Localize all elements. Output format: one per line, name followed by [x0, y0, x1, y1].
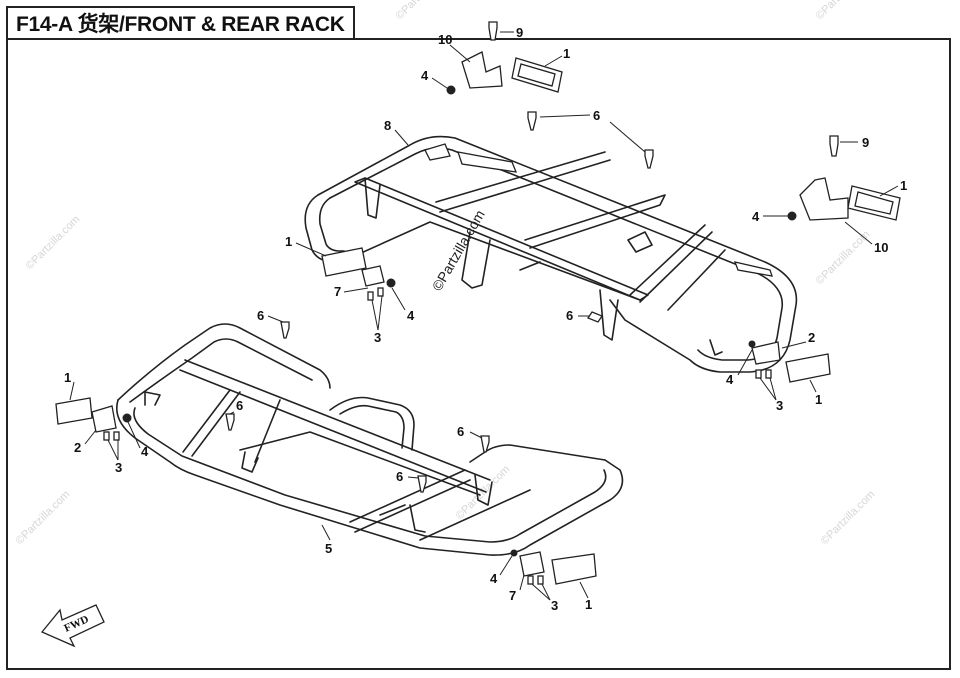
callout-4: 4 — [421, 68, 429, 83]
callout-4: 4 — [752, 209, 760, 224]
callout-6: 6 — [257, 308, 264, 323]
callout-3: 3 — [374, 330, 381, 345]
callout-3: 3 — [776, 398, 783, 413]
rear-right-reflector — [748, 340, 831, 383]
callout-4: 4 — [141, 444, 149, 459]
callout-9: 9 — [516, 25, 523, 40]
callout-4: 4 — [726, 372, 734, 387]
callout-7: 7 — [509, 588, 516, 603]
watermarks: ©Partzilla.com ©Partzilla.com ©Partzilla… — [14, 0, 878, 547]
diagram-frame — [6, 38, 951, 670]
callout-4: 4 — [490, 571, 498, 586]
watermark: ©Partzilla.com — [454, 463, 513, 522]
callout-1: 1 — [585, 597, 592, 612]
callout-2: 2 — [808, 330, 815, 345]
front-right-reflector — [510, 549, 597, 585]
callout-10: 10 — [874, 240, 888, 255]
rear-left-reflector — [321, 247, 396, 301]
leader-lines — [69, 31, 899, 601]
callout-6: 6 — [457, 424, 464, 439]
callout-1: 1 — [900, 178, 907, 193]
watermark: ©Partzilla.com — [14, 488, 73, 547]
watermark: ©Partzilla.com — [24, 213, 83, 272]
watermark: ©Partzilla.com — [394, 0, 453, 22]
callout-9: 9 — [862, 135, 869, 150]
callout-5: 5 — [325, 541, 332, 556]
callout-1: 1 — [64, 370, 71, 385]
callout-8: 8 — [384, 118, 391, 133]
right-reflector-assembly — [787, 135, 901, 221]
callout-6: 6 — [396, 469, 403, 484]
front-rack — [116, 323, 624, 556]
callout-10: 10 — [438, 32, 452, 47]
callout-1: 1 — [815, 392, 822, 407]
fwd-arrow: FWD — [40, 604, 105, 648]
watermark-center: ©Partzilla.com — [429, 207, 488, 293]
callout-6: 6 — [566, 308, 573, 323]
callout-2: 2 — [74, 440, 81, 455]
front-left-reflector — [55, 397, 132, 441]
watermark: ©Partzilla.com — [814, 0, 873, 22]
callout-6: 6 — [236, 398, 243, 413]
callout-numbers: 9 10 1 4 6 8 9 1 4 10 1 7 4 3 6 2 4 3 1 … — [64, 25, 907, 613]
callout-7: 7 — [334, 284, 341, 299]
callout-1: 1 — [285, 234, 292, 249]
callout-6: 6 — [593, 108, 600, 123]
callout-3: 3 — [115, 460, 122, 475]
callout-3: 3 — [551, 598, 558, 613]
callout-4: 4 — [407, 308, 415, 323]
title-box: F14-A 货架/FRONT & REAR RACK — [6, 6, 355, 40]
callout-1: 1 — [563, 46, 570, 61]
watermark: ©Partzilla.com — [819, 488, 878, 547]
rear-rack — [304, 135, 798, 373]
top-reflector-assembly — [446, 21, 563, 95]
page-title: F14-A 货架/FRONT & REAR RACK — [16, 13, 345, 36]
